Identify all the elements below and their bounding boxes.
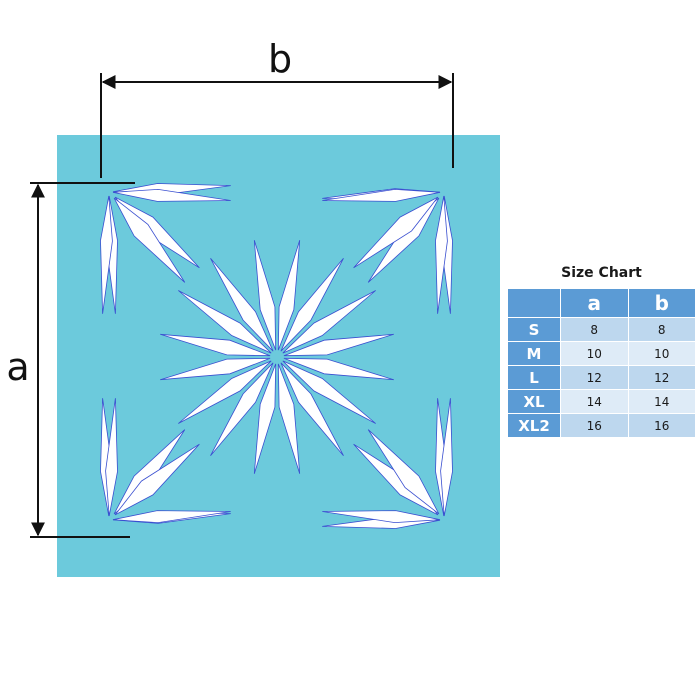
size-row-m: M 10 10 (507, 341, 696, 366)
center-star-spike (160, 357, 271, 381)
dimension-label-a: a (6, 345, 29, 389)
dimension-b: b (100, 37, 454, 178)
center-star-spike (280, 258, 344, 352)
dimension-a: a (6, 182, 135, 538)
size-value-a: 14 (560, 389, 629, 414)
size-value-b: 8 (627, 317, 696, 342)
center-star-spike (283, 357, 394, 381)
corner-spike (440, 398, 453, 517)
center-star-spike (282, 290, 376, 354)
corner-spike (114, 443, 200, 516)
corner-spike (100, 195, 113, 314)
center-star-spike (210, 362, 274, 456)
size-row-xl: XL 14 14 (507, 389, 696, 414)
corner-spike (322, 510, 441, 524)
corner-spike (105, 398, 118, 517)
center-star-spike (210, 258, 274, 352)
center-star-spike (253, 240, 277, 351)
corner-spike (367, 429, 440, 515)
size-row-s: S 8 8 (507, 317, 696, 342)
corner-spike (112, 188, 231, 202)
size-value-b: 12 (627, 365, 696, 390)
size-row-xl2: XL2 16 16 (507, 413, 696, 438)
size-chart: Size Chart a b S 8 8 M 10 10 L 12 12 (507, 262, 696, 438)
size-value-a: 8 (560, 317, 629, 342)
size-value-b: 14 (627, 389, 696, 414)
center-star-spike (283, 333, 394, 357)
corner-spike (112, 510, 231, 524)
size-label: L (507, 365, 561, 390)
center-star-spike (160, 333, 271, 357)
column-header-a: a (560, 288, 629, 318)
size-label: XL (507, 389, 561, 414)
size-label: XL2 (507, 413, 561, 438)
center-star-spike (282, 360, 376, 424)
center-star-spike (280, 362, 344, 456)
corner-spike (113, 197, 186, 283)
size-label: M (507, 341, 561, 366)
center-star-spike (253, 363, 277, 474)
cutout-pattern (100, 183, 453, 529)
corner-spike (353, 196, 439, 269)
size-value-a: 16 (560, 413, 629, 438)
size-row-l: L 12 12 (507, 365, 696, 390)
size-value-a: 10 (560, 341, 629, 366)
corner-spike (322, 188, 441, 202)
size-label: S (507, 317, 561, 342)
dimension-label-b: b (268, 37, 292, 81)
center-star-spike (277, 240, 301, 351)
center-star-spike (178, 360, 272, 424)
size-value-a: 12 (560, 365, 629, 390)
center-star-spike (178, 290, 272, 354)
center-star-spike (277, 363, 301, 474)
size-chart-table: a b S 8 8 M 10 10 L 12 12 XL 14 (507, 288, 696, 438)
column-header-b: b (627, 288, 696, 318)
corner-spike (435, 195, 448, 314)
size-value-b: 10 (627, 341, 696, 366)
size-value-b: 16 (627, 413, 696, 438)
size-chart-corner (507, 288, 561, 318)
size-chart-header-row: a b (507, 288, 696, 318)
size-chart-title: Size Chart (561, 265, 642, 281)
